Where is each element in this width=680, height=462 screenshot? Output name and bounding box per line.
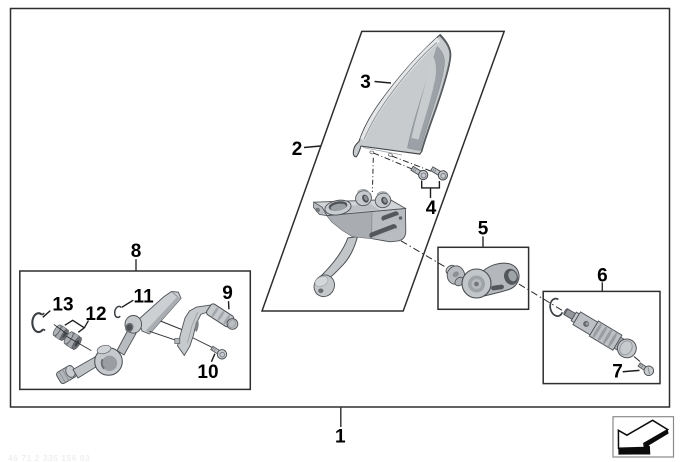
svg-text:1: 1 <box>335 427 346 448</box>
svg-text:12: 12 <box>85 304 106 325</box>
svg-text:7: 7 <box>612 362 623 383</box>
svg-text:46 71 2 335 156 03: 46 71 2 335 156 03 <box>8 453 90 462</box>
svg-text:2: 2 <box>292 139 303 160</box>
svg-text:8: 8 <box>131 241 142 262</box>
svg-text:11: 11 <box>134 287 155 308</box>
svg-text:6: 6 <box>597 266 608 287</box>
svg-text:10: 10 <box>197 362 218 383</box>
svg-text:3: 3 <box>360 72 371 93</box>
svg-text:4: 4 <box>426 198 437 219</box>
svg-text:9: 9 <box>222 283 233 304</box>
svg-text:5: 5 <box>478 219 489 240</box>
svg-text:13: 13 <box>52 294 73 315</box>
